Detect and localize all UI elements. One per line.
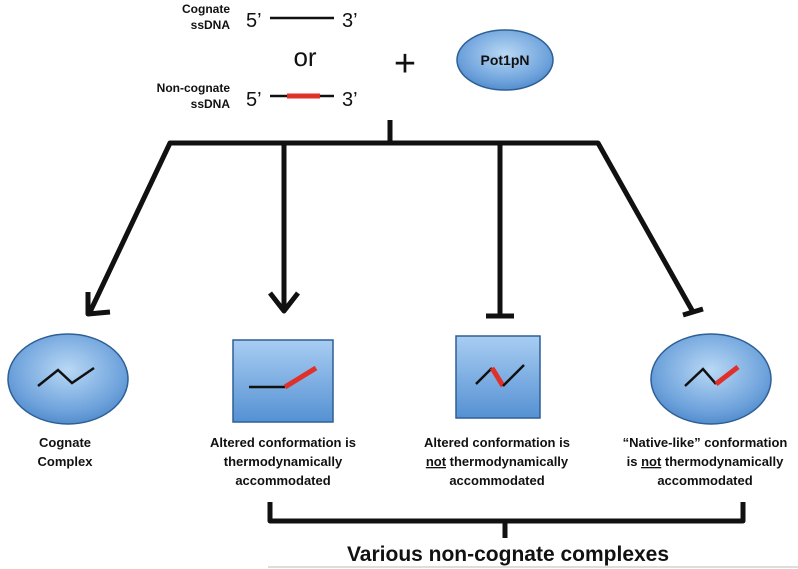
block-native-like xyxy=(682,306,704,318)
cognate-ssdna-input: Cognate ssDNA 5’ 3’ xyxy=(182,2,358,32)
altered-not-accommodated-strand-a xyxy=(475,367,493,385)
noncognate-label-line2: ssDNA xyxy=(191,97,231,111)
native-like-shape xyxy=(650,333,772,425)
cognate-dna-zigzag xyxy=(37,366,95,387)
cognate-label-line2: ssDNA xyxy=(191,18,231,32)
caption4-line1: “Native-like” conformation xyxy=(623,435,788,450)
altered-not-accommodated-caption: Altered conformation is not thermodynami… xyxy=(424,435,570,488)
plus-sign: + xyxy=(394,43,416,85)
caption2-line1: Altered conformation is xyxy=(210,435,356,450)
group-bracket xyxy=(267,502,746,524)
caption3-line1: Altered conformation is xyxy=(424,435,570,450)
caption3-line2: not thermodynamically xyxy=(426,454,569,469)
altered-not-accommodated-shape xyxy=(455,335,541,419)
not-emphasis: not xyxy=(426,454,447,469)
cognate-five-prime: 5’ xyxy=(246,10,262,32)
cognate-caption-line1: Cognate xyxy=(39,435,91,450)
caption4-line2: is not thermodynamically xyxy=(627,454,785,469)
branch-network xyxy=(85,120,704,319)
native-like-strand xyxy=(684,367,717,387)
caption3-line3: accommodated xyxy=(449,473,544,488)
cognate-complex-caption: Cognate Complex xyxy=(38,435,94,469)
altered-not-accommodated-strand-b xyxy=(502,364,525,387)
pot1pn-oval xyxy=(456,29,554,91)
cognate-three-prime: 3’ xyxy=(342,10,358,32)
altered-accommodated-caption: Altered conformation is thermodynamicall… xyxy=(210,435,356,488)
noncognate-five-prime: 5’ xyxy=(246,89,262,111)
noncognate-ssdna-input: Non-cognate ssDNA 5’ 3’ xyxy=(157,81,358,111)
cognate-caption-line2: Complex xyxy=(38,454,94,469)
altered-accommodated-box xyxy=(232,339,334,423)
or-text: or xyxy=(293,42,316,72)
native-like-caption: “Native-like” conformation is not thermo… xyxy=(623,435,788,488)
not-emphasis: not xyxy=(641,454,662,469)
noncognate-three-prime: 3’ xyxy=(342,89,358,111)
altered-not-accommodated-red-segment xyxy=(489,366,506,388)
cognate-label-line1: Cognate xyxy=(182,2,230,16)
group-label: Various non-cognate complexes xyxy=(347,543,669,566)
pot1pn-label: Pot1pN xyxy=(481,52,530,68)
pot1pn-protein: Pot1pN xyxy=(456,29,554,91)
arrowhead-cognate xyxy=(85,292,111,317)
altered-accommodated-shape xyxy=(232,339,334,423)
cognate-complex-shape xyxy=(7,333,129,425)
arrowhead-altered-accommodated xyxy=(268,291,300,314)
caption2-line2: thermodynamically xyxy=(224,454,343,469)
caption4-line3: accommodated xyxy=(657,473,752,488)
altered-accommodated-red-segment xyxy=(283,365,318,390)
caption2-line3: accommodated xyxy=(235,473,330,488)
native-like-red-segment xyxy=(714,365,740,386)
noncognate-label-line1: Non-cognate xyxy=(157,81,231,95)
branch-bar xyxy=(87,140,696,314)
